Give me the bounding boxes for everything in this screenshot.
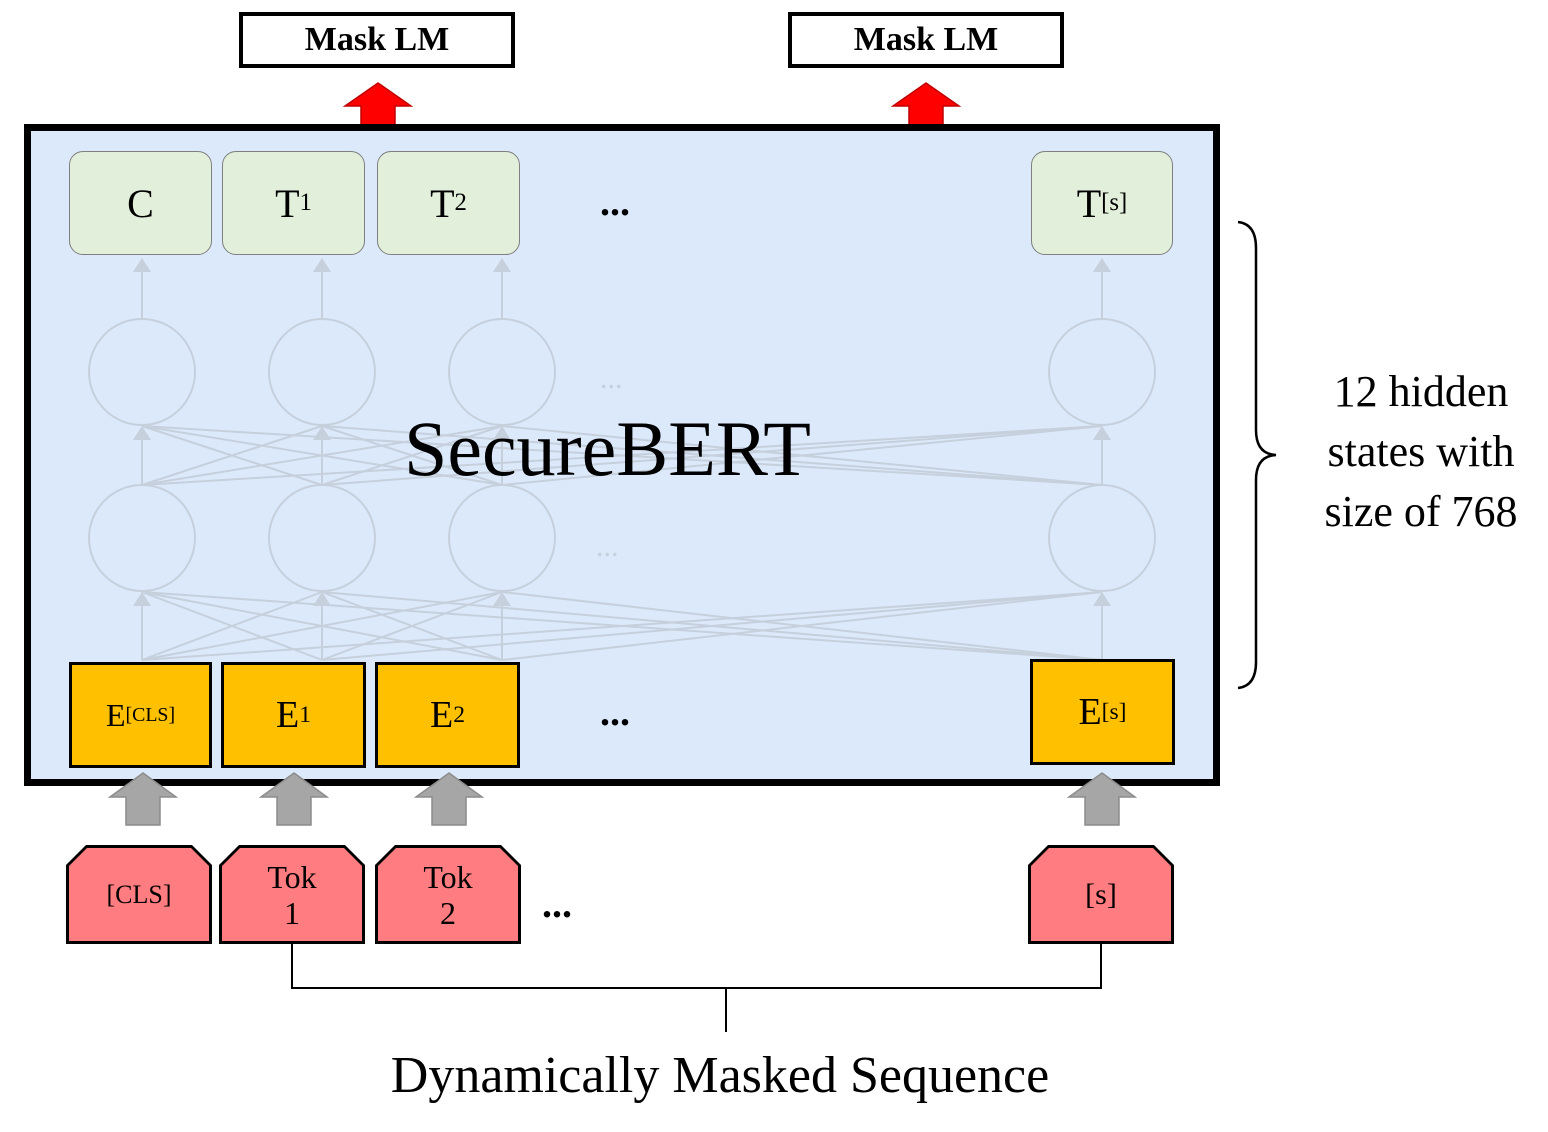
hidden-cross-0-3-1 [321, 425, 1103, 486]
token-label-cls: [CLS] [106, 879, 172, 909]
hidden-cross-0-2-0 [141, 425, 503, 486]
hidden-cross-1-1-0 [141, 591, 323, 661]
output-ellipsis: ... [600, 179, 630, 224]
embedding-ellipsis: ... [600, 689, 630, 734]
hidden-layer-ellipsis-bottom: ... [596, 530, 619, 563]
hidden-arrow-mid-3 [1093, 426, 1111, 440]
hidden-cross-1-3-2 [501, 591, 1103, 661]
hidden-arrow-top-2 [493, 258, 511, 272]
embedding-box-es: E[s] [1030, 659, 1175, 765]
embedding-box-cls: E[CLS] [69, 662, 212, 768]
hidden-arrow-bot-1 [313, 592, 331, 606]
hidden-cross-0-1-0 [141, 425, 323, 486]
sequence-label: Dynamically Masked Sequence [390, 1047, 1050, 1104]
hidden-arrow-top-3 [1093, 258, 1111, 272]
gray-up-arrow-1 [108, 772, 178, 826]
mask-lm-head-2: Mask LM [788, 12, 1064, 68]
hidden-cross-1-2-1 [321, 591, 503, 661]
gray-up-arrow-4 [1067, 772, 1137, 826]
hidden-cross-1-2-0 [141, 591, 503, 661]
hidden-cross-1-3-0 [141, 591, 1103, 661]
model-title: SecureBERT [404, 405, 811, 492]
hidden-arrow-bot-2 [493, 592, 511, 606]
hidden-arrow-top-0 [133, 258, 151, 272]
token-box-cls: [CLS] [66, 845, 212, 944]
gray-up-arrow-2 [259, 772, 329, 826]
token-box-tok2: Tok 2 [375, 845, 521, 944]
curly-brace [1237, 220, 1277, 690]
mask-lm-head-1: Mask LM [239, 12, 515, 68]
hidden-arrow-mid-2 [493, 426, 511, 440]
gray-up-arrow-3 [414, 772, 484, 826]
hidden-arrow-bot-0 [133, 592, 151, 606]
hidden-arrow-bot-3 [1093, 592, 1111, 606]
hidden-states-label: 12 hidden states with size of 768 [1324, 367, 1518, 536]
hidden-cross-0-3-2 [501, 425, 1103, 486]
hidden-layer-ellipsis-top: ... [600, 362, 623, 395]
output-box-ts: T [s] [1031, 151, 1173, 255]
output-box-c: C [69, 151, 212, 255]
token-label-s: [s] [1085, 877, 1117, 911]
hidden-arrow-top-1 [313, 258, 331, 272]
token-box-s: [s] [1028, 845, 1174, 944]
hidden-cross-0-3-0 [141, 425, 1103, 486]
hidden-cross-1-3-1 [321, 591, 1103, 661]
hidden-cross-0-2-1 [321, 425, 503, 486]
token-ellipsis: ... [542, 881, 572, 926]
hidden-arrow-mid-0 [133, 426, 151, 440]
token-box-tok1: Tok 1 [219, 845, 365, 944]
